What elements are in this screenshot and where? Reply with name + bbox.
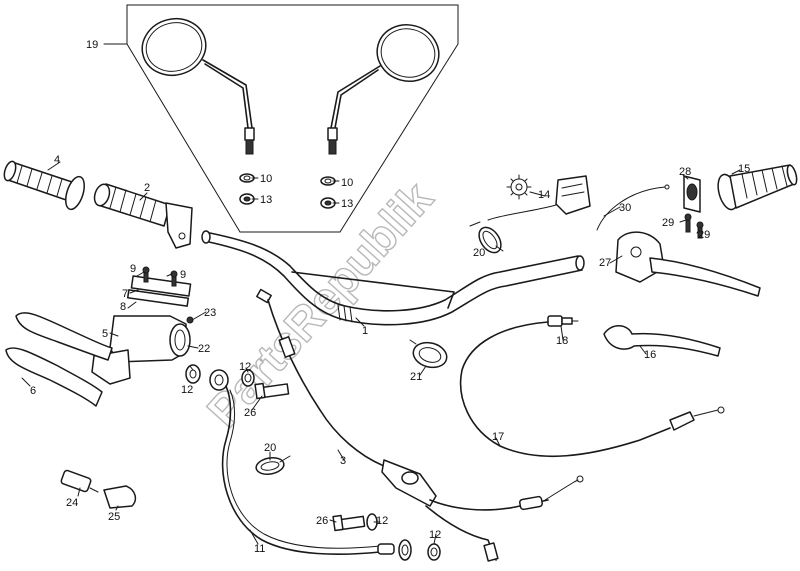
brake-hose: [209, 369, 412, 561]
part-24-switch: [60, 469, 99, 493]
callout-23: 23: [204, 307, 216, 319]
mirror-nuts: [239, 173, 336, 209]
callout-1: 1: [362, 325, 368, 337]
callout-5: 5: [102, 328, 108, 340]
callout-13-left: 13: [260, 194, 272, 206]
callout-25: 25: [108, 511, 120, 523]
callout-12-bolt: 12: [239, 361, 251, 373]
throttle-cable: [256, 288, 584, 562]
callout-27: 27: [599, 257, 611, 269]
callout-12-bottom: 12: [429, 529, 441, 541]
callout-16: 16: [644, 349, 656, 361]
left-mirror: [141, 17, 255, 155]
callout-12-left: 12: [181, 384, 193, 396]
banjo-bolt-lower: [332, 513, 441, 561]
callout-28: 28: [679, 166, 691, 178]
lever-16: [603, 325, 721, 357]
callout-30: 30: [619, 202, 631, 214]
clutch-lever-assembly: [615, 231, 761, 297]
callout-10-right: 10: [341, 177, 353, 189]
callout-8: 8: [120, 301, 126, 313]
callout-9-right: 9: [180, 269, 186, 281]
callout-3: 3: [340, 455, 346, 467]
callout-11: 11: [254, 543, 265, 555]
mirror-group-frame: [126, 4, 459, 233]
callout-24: 24: [66, 497, 78, 509]
switch-unit: [469, 174, 591, 227]
brake-lever: [15, 312, 113, 361]
washer-left: [185, 364, 201, 384]
callout-13-right: 13: [341, 198, 353, 210]
callout-9-left: 9: [130, 263, 136, 275]
throttle-grip: [93, 183, 193, 249]
callout-22: 22: [198, 343, 210, 355]
callout-26-lower: 26: [316, 515, 328, 527]
callout-14: 14: [538, 189, 550, 201]
callout-17: 17: [492, 431, 504, 443]
right-mirror: [327, 24, 440, 155]
callout-10-left: 10: [260, 173, 272, 185]
callout-29-left: 29: [662, 217, 674, 229]
callout-20-lower: 20: [264, 442, 276, 454]
callout-2: 2: [144, 182, 150, 194]
callout-4: 4: [54, 154, 60, 166]
callout-labels: 19 10 13 10 13 4 2 14 20 30 28 15 29 29 …: [30, 39, 750, 555]
handlebar: [201, 230, 585, 326]
clutch-cable: [459, 315, 725, 458]
right-grip: [717, 164, 798, 211]
callout-20-upper: 20: [473, 247, 485, 259]
clamp-upper: [478, 226, 502, 254]
left-grip: [3, 160, 85, 211]
callout-6: 6: [30, 385, 36, 397]
callout-18: 18: [556, 335, 568, 347]
callout-19: 19: [86, 39, 98, 51]
right-switch: [683, 175, 704, 239]
brake-lever-alt: [5, 347, 103, 407]
callout-29-right: 29: [698, 229, 710, 241]
part-25-boot: [103, 485, 137, 509]
watermark: PartsRepublik: [197, 172, 443, 437]
short-cable: [596, 184, 670, 231]
leader-lines: [21, 43, 741, 545]
callout-7: 7: [122, 288, 128, 300]
clamp-21: [409, 339, 448, 369]
banjo-bolt-upper: [241, 369, 290, 400]
clamp-lower: [255, 455, 291, 475]
callout-12-lower: 12: [376, 515, 388, 527]
callout-26-upper: 26: [244, 407, 256, 419]
callout-21: 21: [410, 371, 422, 383]
callout-15: 15: [738, 163, 750, 175]
brake-master-cylinder: [91, 266, 194, 385]
